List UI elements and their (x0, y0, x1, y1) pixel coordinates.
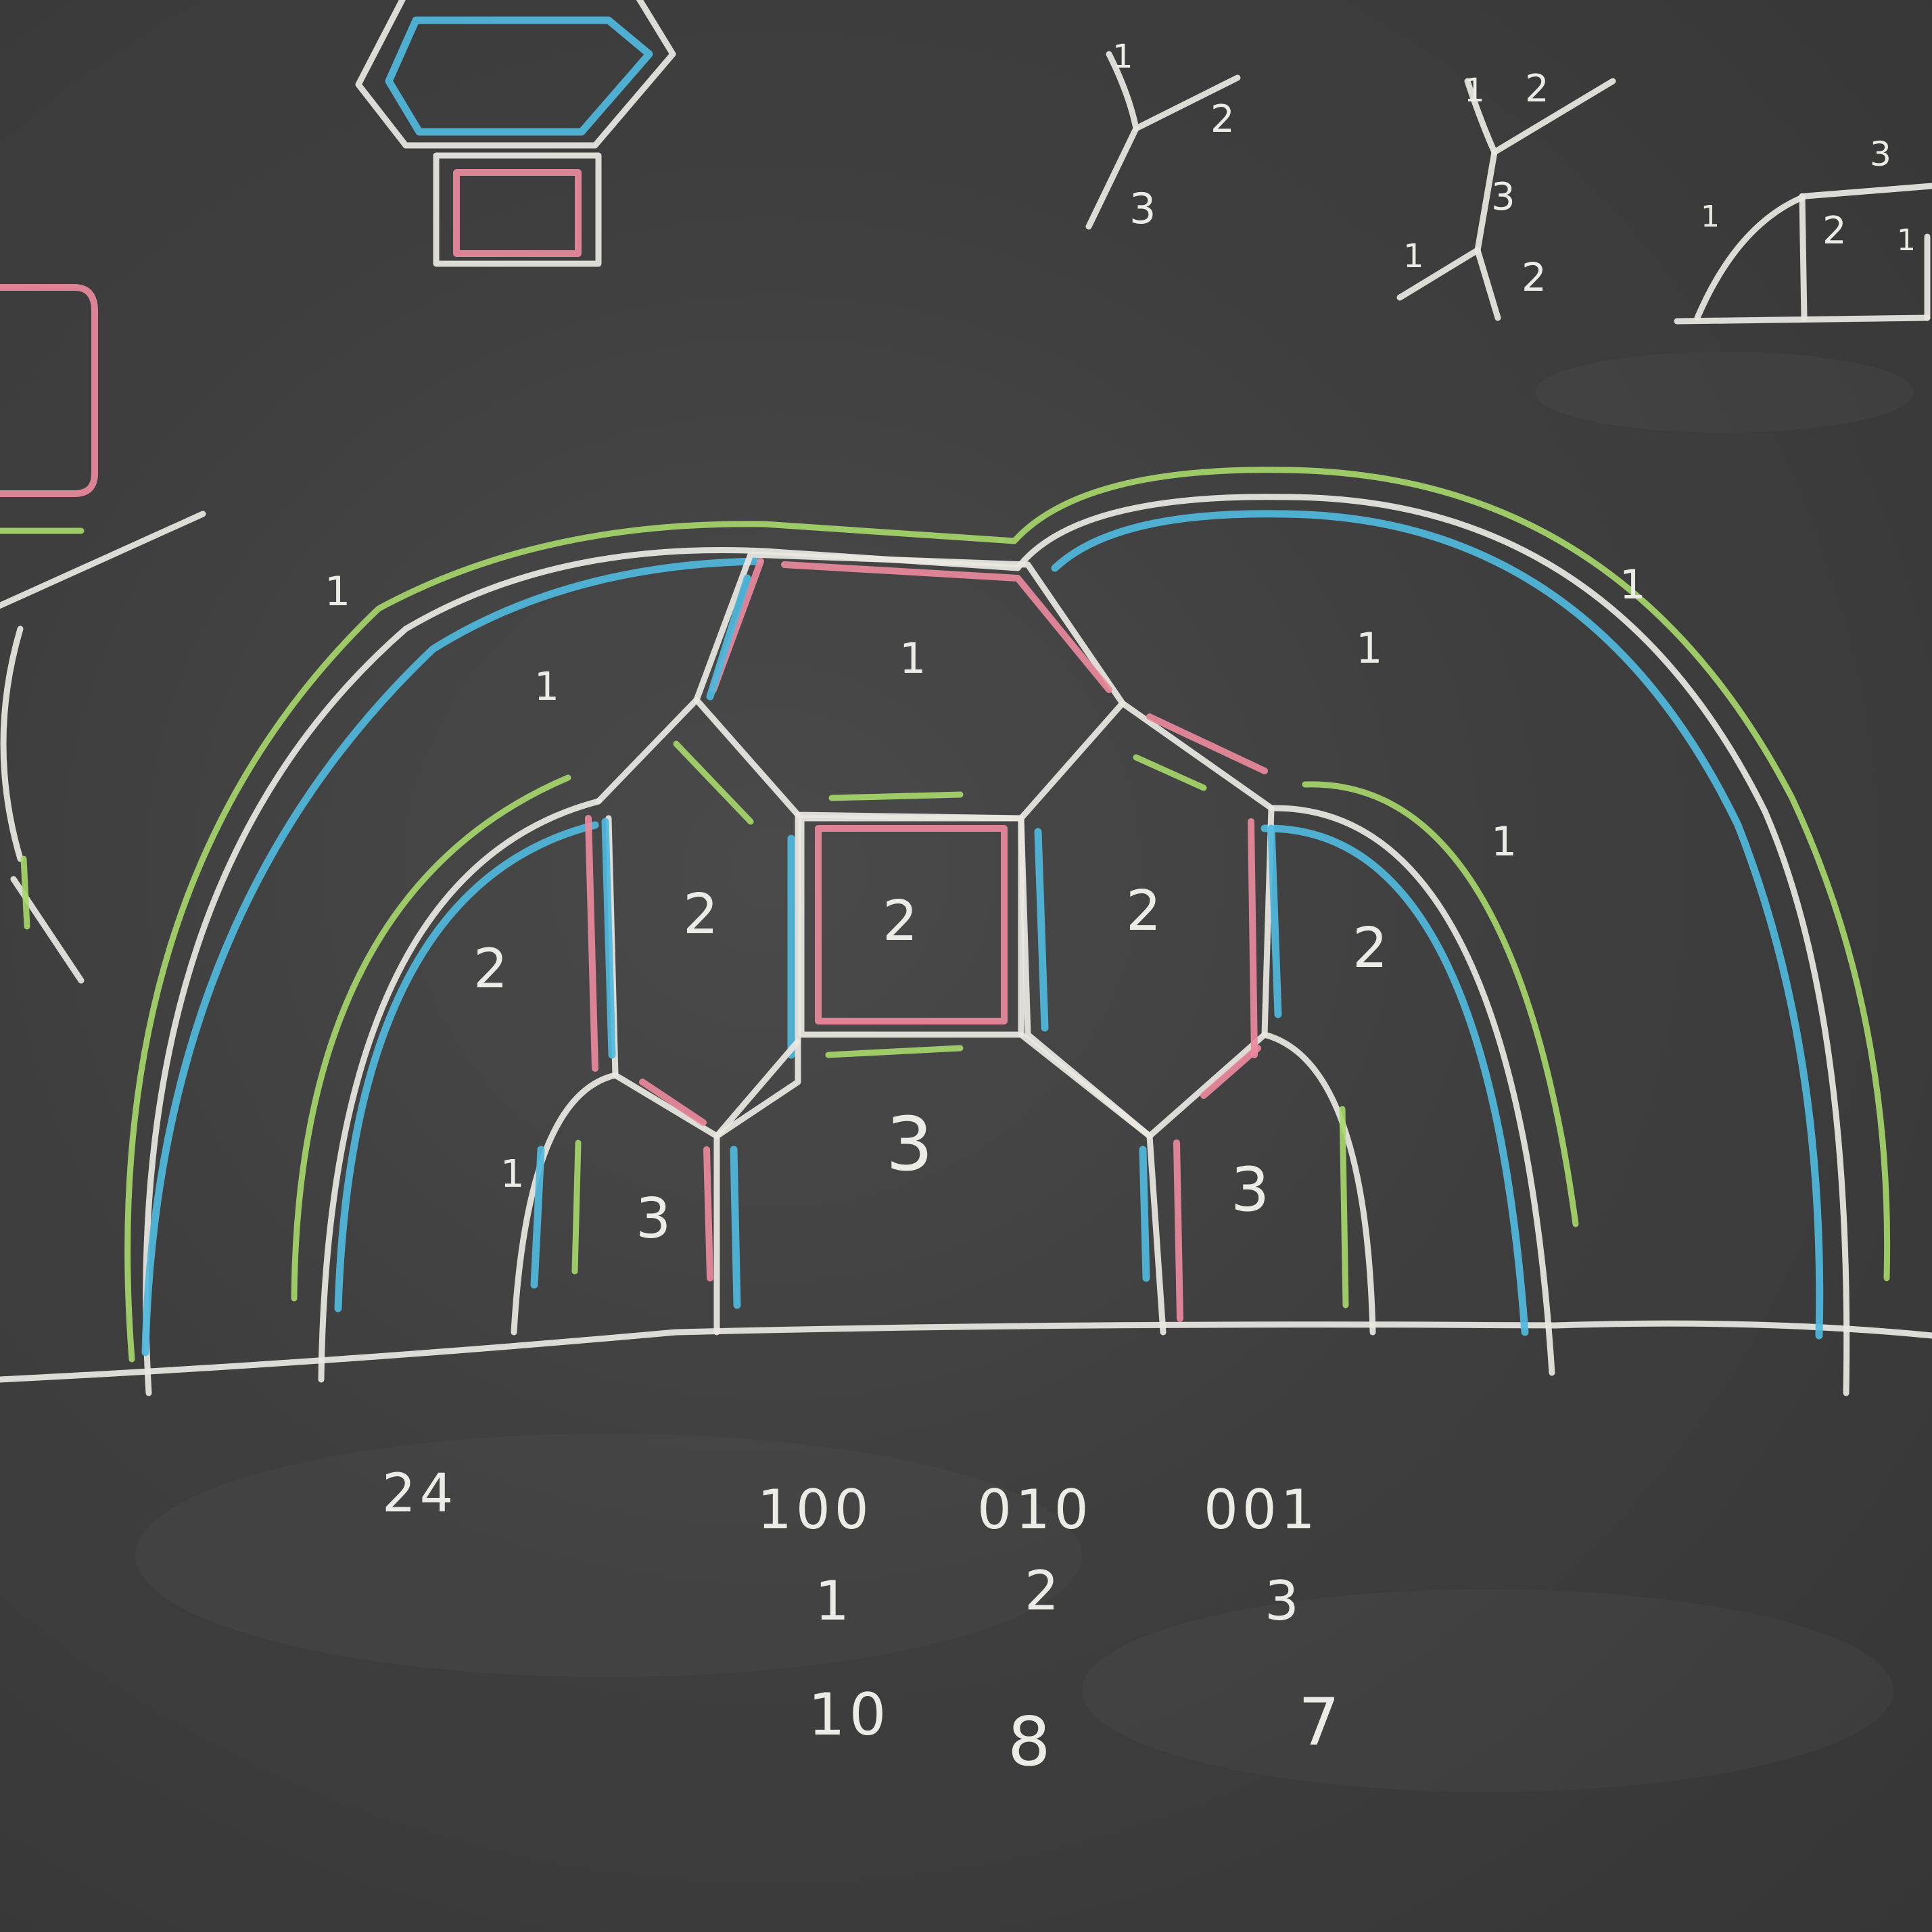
code-010: 010 (977, 1478, 1093, 1541)
edge-label: 3 (1870, 135, 1895, 174)
face-label: 1 (500, 1152, 529, 1196)
count-8: 8 (1008, 1702, 1055, 1781)
face-label: 1 (1356, 623, 1386, 673)
vertex-sketch-b (1396, 78, 1616, 321)
face-label: 1 (325, 568, 354, 615)
vertex-a-labels: 1 2 3 (1112, 38, 1239, 233)
baseline (0, 1320, 1932, 1383)
partial-sketch-labels: 3 1 2 1 (1701, 135, 1920, 258)
face-label: 1 (534, 663, 563, 709)
edge-label: 1 (1701, 199, 1724, 234)
edge-label: 1 (1464, 72, 1489, 110)
face-label: 1 (1620, 561, 1649, 609)
inner-graph (511, 551, 1376, 1336)
count-7: 7 (1298, 1684, 1344, 1760)
chalk-smudges (135, 352, 1914, 1792)
count-10: 10 (808, 1681, 890, 1749)
face-label: 2 (1126, 879, 1165, 943)
index-1: 1 (815, 1570, 853, 1632)
face-label: 2 (1352, 916, 1392, 981)
edge-label: 3 (1491, 175, 1519, 219)
face-label: 1 (899, 634, 930, 683)
left-edge-sketch (0, 284, 206, 984)
outer-arches (124, 467, 1891, 1396)
index-3: 3 (1265, 1570, 1303, 1632)
vertex-b-labels: 1 2 3 1 2 (1403, 67, 1553, 300)
edge-label: 3 (1129, 184, 1160, 233)
top-hexagon-square-sketch (355, 0, 676, 267)
edge-label: 1 (1897, 223, 1920, 258)
bottom-table: 24 100 010 001 1 2 3 10 8 7 (382, 1463, 1344, 1781)
face-label: 1 (1491, 818, 1521, 866)
edge-label: 1 (1403, 237, 1428, 275)
middle-arches (291, 774, 1579, 1383)
edge-label: 2 (1525, 67, 1553, 111)
face-label: 3 (636, 1187, 675, 1251)
index-2: 2 (1024, 1559, 1063, 1622)
code-100: 100 (757, 1478, 873, 1541)
edge-label: 2 (1522, 254, 1551, 300)
edge-label: 1 (1112, 38, 1137, 76)
face-label: 2 (473, 937, 512, 1000)
left-value: 24 (382, 1463, 457, 1524)
partial-sketch (1674, 183, 1932, 325)
face-label: 3 (1231, 1154, 1273, 1225)
face-label: 3 (886, 1101, 937, 1187)
face-label: 2 (683, 882, 722, 947)
face-label: 2 (882, 889, 922, 953)
edge-label: 2 (1822, 209, 1851, 253)
code-001: 001 (1204, 1478, 1319, 1541)
edge-label: 2 (1210, 97, 1239, 141)
vertex-sketch-a (1085, 51, 1241, 230)
face-labels: 1 1 1 1 1 1 2 2 2 2 2 3 3 3 1 (325, 561, 1649, 1251)
